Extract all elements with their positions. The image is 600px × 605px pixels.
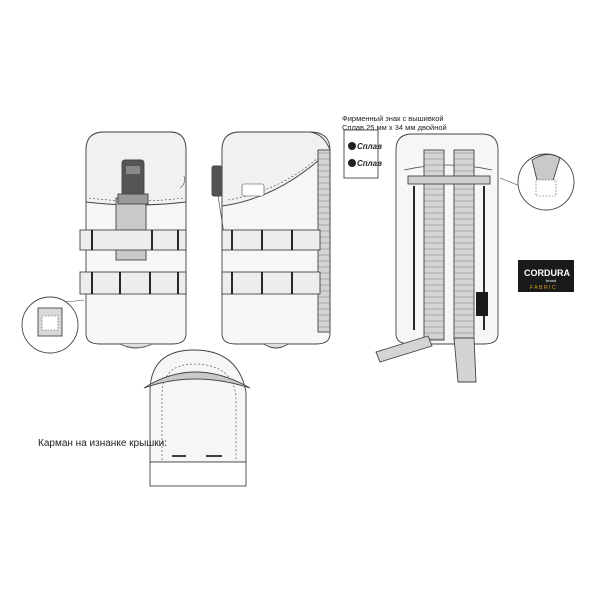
front-view	[21, 131, 187, 354]
cordura-brand-text: CORDURA	[524, 268, 570, 278]
side-buckle	[211, 165, 223, 197]
front-strap-vertical	[115, 197, 147, 261]
side-logo-patch	[241, 183, 265, 197]
front-molle-tacks	[91, 230, 179, 294]
logo-text-bottom: Сплав	[357, 159, 382, 168]
side-molle-tacks	[231, 230, 293, 294]
callout-line-1: Фирменный знак с вышивкой	[342, 114, 444, 123]
front-molle-row-1	[79, 229, 187, 251]
cordura-sub-text: FABRIC	[530, 285, 557, 291]
cordura-tag-text: brand	[546, 278, 556, 283]
lid-pocket-view	[143, 349, 251, 487]
cordura-badge: CORDURA brand FABRIC	[518, 260, 574, 292]
side-molle-row-2	[221, 271, 321, 295]
logo-text-top: Сплав	[357, 142, 382, 151]
side-view	[211, 131, 331, 349]
back-strap-loose-left	[375, 335, 433, 363]
lid-handle	[143, 371, 251, 389]
front-buckle	[121, 159, 145, 197]
pocket-caption: Карман на изнанке крышки:	[38, 438, 168, 449]
logo-mark-bottom: Сплав	[348, 159, 382, 168]
callout-line-2: Сплав 25 мм х 34 мм двойной	[342, 123, 447, 132]
side-molle-row-1	[221, 229, 321, 251]
back-cordura-label	[476, 292, 488, 316]
back-strap-loose-right	[453, 337, 477, 383]
back-view	[375, 133, 575, 383]
back-strap-left	[423, 149, 445, 341]
logo-callout-text: Фирменный знак с вышивкой Сплав 25 мм х …	[342, 114, 447, 132]
logo-callout-box: Сплав Сплав	[343, 129, 382, 179]
front-molle-row-2	[79, 271, 187, 295]
logo-mark-top: Сплав	[348, 142, 382, 151]
